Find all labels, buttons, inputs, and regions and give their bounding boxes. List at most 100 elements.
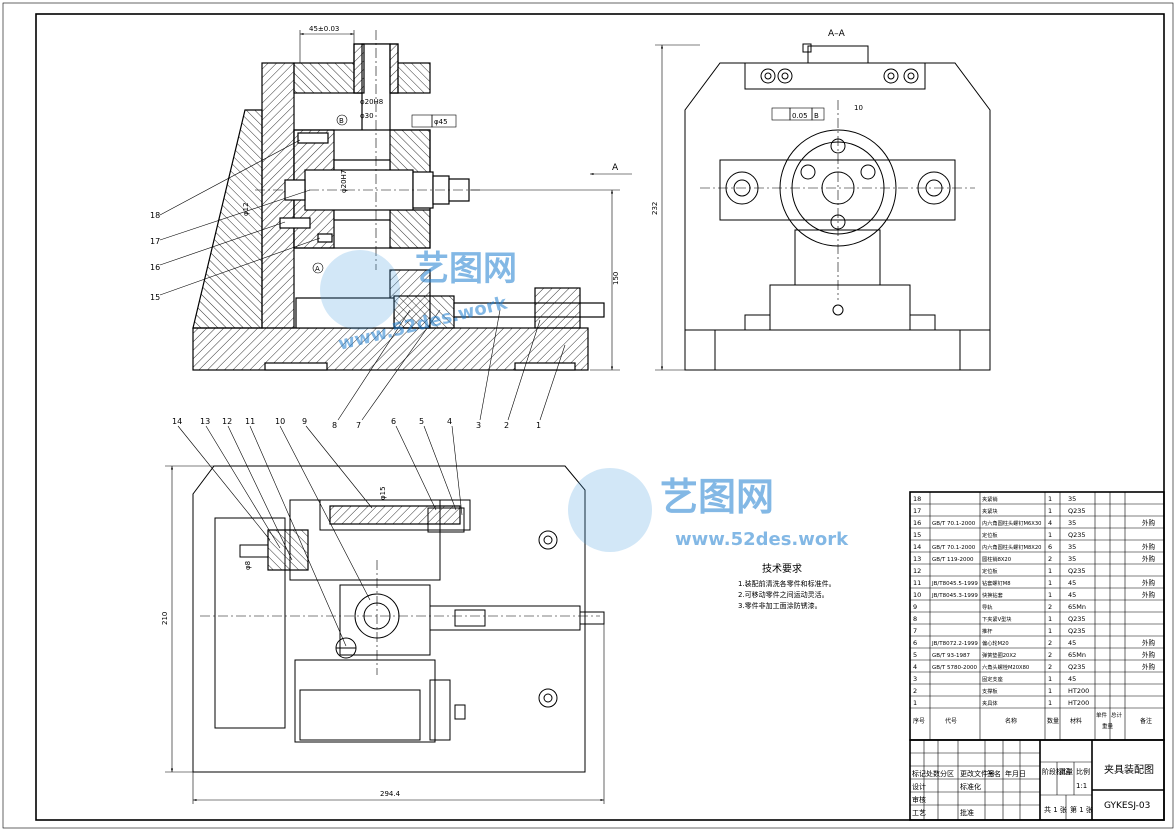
bom-material: 65Mn [1068, 603, 1086, 611]
bom-name: 夹具体 [982, 699, 998, 707]
tb-change-no: 更改文件号 [960, 769, 995, 778]
bom-name: 固定支座 [982, 675, 1003, 683]
dim-dia20-hole: φ20H7 [340, 170, 348, 193]
bom-qty: 6 [1048, 543, 1052, 551]
bom-qty: 1 [1048, 687, 1052, 695]
tb-drawing-name: 夹具装配图 [1104, 763, 1154, 776]
tech-req-item-1: 1.装配前清洗各零件和标准件。 [738, 579, 836, 588]
dim-dia20: φ20H8 [360, 98, 383, 106]
bom-name: 下夹紧V型块 [982, 615, 1012, 623]
bom-no: 7 [913, 627, 917, 635]
bom-material: 45 [1068, 639, 1076, 647]
bom-qty: 1 [1048, 495, 1052, 503]
tb-count: 处数 [926, 769, 940, 778]
bom-name: 六角头螺栓M20X80 [982, 663, 1029, 671]
watermark-url-2: www.52des.work [675, 529, 849, 550]
balloon-1: 1 [536, 421, 541, 430]
tech-req-title: 技术要求 [762, 562, 802, 575]
watermark-2: 艺图网 www.52des.work [568, 468, 849, 552]
tb-marks: 标记 [912, 769, 926, 778]
balloon-6: 6 [391, 417, 396, 426]
bom-header-single: 单件 [1096, 711, 1108, 719]
balloon-15: 15 [150, 293, 160, 302]
balloon-16: 16 [150, 263, 160, 272]
section-label: A–A [828, 29, 846, 39]
balloon-10: 10 [275, 417, 285, 426]
bom-qty: 4 [1048, 519, 1052, 527]
bom-qty: 2 [1048, 663, 1052, 671]
bom-material: 45 [1068, 591, 1076, 599]
bom-no: 14 [913, 543, 921, 551]
bom-code: GB/T 93-1987 [932, 653, 970, 659]
bom-no: 6 [913, 639, 917, 647]
bom-header-note: 备注 [1140, 717, 1152, 725]
bom-no: 18 [913, 495, 921, 503]
bom-code: GB/T 70.1-2000 [932, 521, 976, 527]
bom-note: 外购 [1142, 590, 1156, 599]
bom-material: Q235 [1068, 627, 1086, 635]
bom-no: 8 [913, 615, 917, 623]
bom-name: 定位板 [982, 567, 998, 575]
view-arrow-label: A [612, 163, 619, 173]
bom-header-no: 序号 [913, 717, 925, 725]
bom-no: 10 [913, 591, 921, 599]
balloon-5: 5 [419, 417, 424, 426]
tb-weight-label: 重量 [1059, 768, 1073, 776]
bom-note: 外购 [1142, 542, 1156, 551]
balloon-3: 3 [476, 421, 481, 430]
bom-name: 导轨 [982, 603, 992, 611]
bom-no: 1 [913, 699, 917, 707]
bom-header-weight: 重量 [1102, 722, 1114, 730]
bom-note: 外购 [1142, 650, 1156, 659]
bom-qty: 1 [1048, 531, 1052, 539]
datum-a-marker: A [315, 265, 320, 273]
tb-date: 年月日 [1005, 769, 1026, 778]
front-section-view: 45±0.03 φ20H8 φ30 φ45 φ20H7 φ12 150 A A … [192, 25, 632, 371]
watermark-brand-1: 艺图网 [415, 249, 517, 289]
bom-name: 内六角圆柱头螺钉M8X20 [982, 543, 1041, 551]
bom-name: 圆柱销8X20 [982, 555, 1011, 563]
inner-frame [35, 13, 1165, 821]
bom-name: 弹簧垫圈20X2 [982, 651, 1016, 659]
bom-note: 外购 [1142, 518, 1156, 527]
tb-scale: 1:1 [1076, 782, 1087, 790]
bom-no: 3 [913, 675, 917, 683]
bom-header-total: 总计 [1111, 711, 1123, 719]
bom-name: 夹紧销 [982, 495, 998, 503]
bom-name: 支撑板 [982, 687, 998, 695]
bom-material: 35 [1068, 495, 1076, 503]
dim-415: φ15 [379, 486, 387, 500]
balloon-11: 11 [245, 417, 255, 426]
bom-no: 12 [913, 567, 921, 575]
bom-material: Q235 [1068, 615, 1086, 623]
dim-overall-294: 294.4 [380, 790, 401, 798]
balloon-7: 7 [356, 421, 361, 430]
bom-name: 内六角圆柱头螺钉M6X30 [982, 519, 1041, 527]
bom-qty: 1 [1048, 567, 1052, 575]
tb-sheet-total: 共 1 张 [1044, 805, 1067, 814]
bom-qty: 1 [1048, 615, 1052, 623]
bom-material: 35 [1068, 555, 1076, 563]
bom-qty: 1 [1048, 699, 1052, 707]
top-view: 294.4 210 φ8 φ15 [161, 465, 605, 804]
bom-no: 17 [913, 507, 921, 515]
bottom-leaders [177, 425, 463, 647]
bom-material: Q235 [1068, 507, 1086, 515]
bom-note: 外购 [1142, 578, 1156, 587]
tb-process: 工艺 [912, 809, 926, 817]
bom-name: 定位板 [982, 531, 998, 539]
balloon-14: 14 [172, 417, 182, 426]
bom-note: 外购 [1142, 662, 1156, 671]
bom-qty: 1 [1048, 507, 1052, 515]
bom-note: 外购 [1142, 554, 1156, 563]
bom-name: 钻套螺钉M8 [982, 579, 1011, 587]
datum-b-marker: B [339, 117, 344, 125]
bom-material: HT200 [1068, 687, 1089, 695]
bom-material: 65Mn [1068, 651, 1086, 659]
bom-material: Q235 [1068, 531, 1086, 539]
side-view-a-a: A–A 0.05 B 10 232 [651, 29, 991, 371]
bom-qty: 1 [1048, 579, 1052, 587]
tol-datum-b: B [814, 112, 819, 120]
